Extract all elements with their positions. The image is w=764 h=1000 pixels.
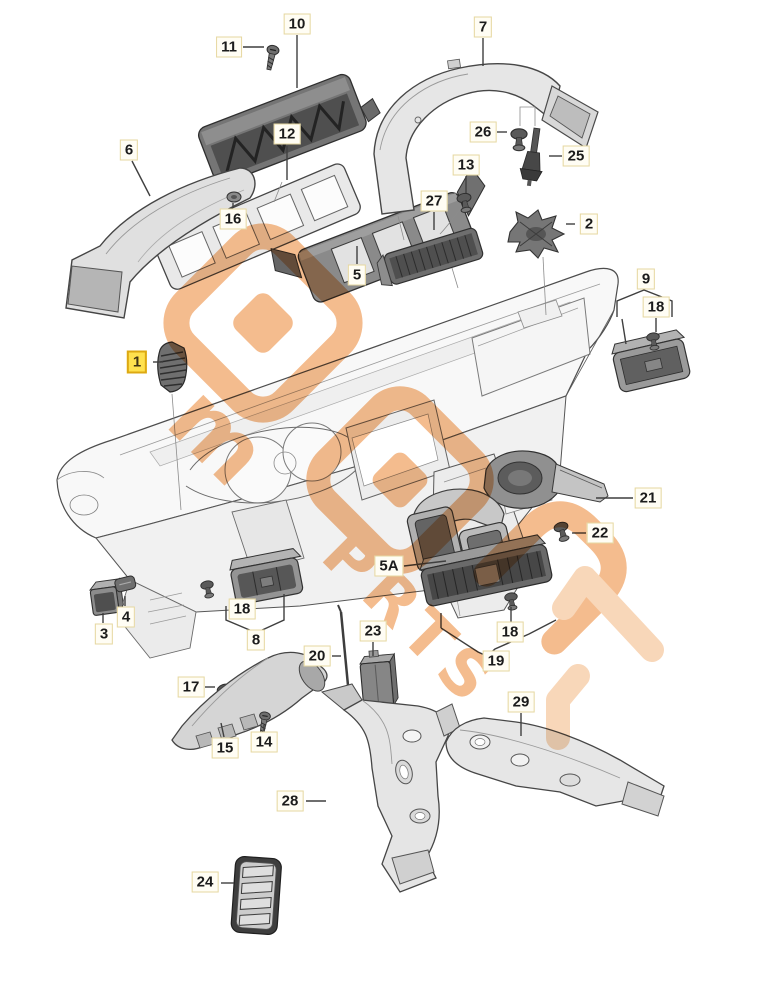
part-9-side-vent: [610, 329, 693, 393]
callout-4[interactable]: 4: [116, 606, 136, 628]
callout-5[interactable]: 5: [347, 264, 367, 286]
callout-5a[interactable]: 5A: [374, 555, 404, 577]
callout-18-left[interactable]: 18: [228, 598, 256, 620]
callout-15[interactable]: 15: [211, 737, 239, 759]
part-25-sensor: [518, 127, 548, 187]
callout-13[interactable]: 13: [452, 154, 480, 176]
part-29-floor-duct: [436, 704, 664, 816]
callout-14[interactable]: 14: [250, 731, 278, 753]
callout-18-bottom[interactable]: 18: [496, 621, 524, 643]
callout-24[interactable]: 24: [191, 871, 219, 893]
watermark-segment-2: [546, 664, 590, 750]
leader-15: [220, 722, 225, 738]
callout-1-highlighted[interactable]: 1: [126, 350, 148, 374]
callout-16[interactable]: 16: [219, 208, 247, 230]
callout-6[interactable]: 6: [119, 139, 139, 161]
callout-25[interactable]: 25: [562, 145, 590, 167]
callout-26[interactable]: 26: [469, 121, 497, 143]
part-21-corner-duct: [484, 451, 608, 508]
callout-3[interactable]: 3: [94, 623, 114, 645]
callout-10[interactable]: 10: [283, 13, 311, 35]
callout-22[interactable]: 22: [586, 522, 614, 544]
leader-6: [131, 160, 151, 197]
callout-28[interactable]: 28: [276, 790, 304, 812]
callout-19[interactable]: 19: [482, 650, 510, 672]
construction-lines: [171, 106, 547, 511]
part-6-side-duct: [66, 168, 255, 318]
part-27-grille: [373, 227, 484, 289]
part-16-nut: [227, 192, 241, 202]
callout-29[interactable]: 29: [507, 691, 535, 713]
part-11-screw: [262, 43, 281, 72]
callout-20[interactable]: 20: [303, 645, 331, 667]
leader-8-bracket: [225, 594, 285, 632]
part-24-vent-grille: [231, 856, 282, 935]
part-23-module: [359, 649, 399, 708]
part-8-side-vent: [228, 547, 307, 605]
callout-7[interactable]: 7: [473, 16, 493, 38]
part-2-sensor-grille: [508, 210, 564, 258]
callout-11[interactable]: 11: [216, 36, 242, 58]
callout-9[interactable]: 9: [636, 268, 656, 290]
watermark-logo-diamond: [163, 223, 363, 423]
callout-23[interactable]: 23: [359, 620, 387, 642]
watermark-segment-1: [552, 566, 664, 662]
callout-12[interactable]: 12: [273, 123, 301, 145]
callout-17[interactable]: 17: [177, 676, 205, 698]
callout-21[interactable]: 21: [634, 487, 662, 509]
leader-9-bracket: [616, 289, 673, 345]
part-7-arch-duct: [374, 59, 598, 214]
part-28-floor-duct: [322, 684, 449, 892]
part-26-clip: [510, 128, 528, 152]
callout-18-right[interactable]: 18: [642, 296, 670, 318]
part-4-clip: [114, 575, 137, 592]
callout-2[interactable]: 2: [579, 213, 599, 235]
watermark-logo-diamond-2: [306, 386, 494, 574]
callout-8[interactable]: 8: [246, 629, 266, 651]
callout-27[interactable]: 27: [420, 190, 448, 212]
